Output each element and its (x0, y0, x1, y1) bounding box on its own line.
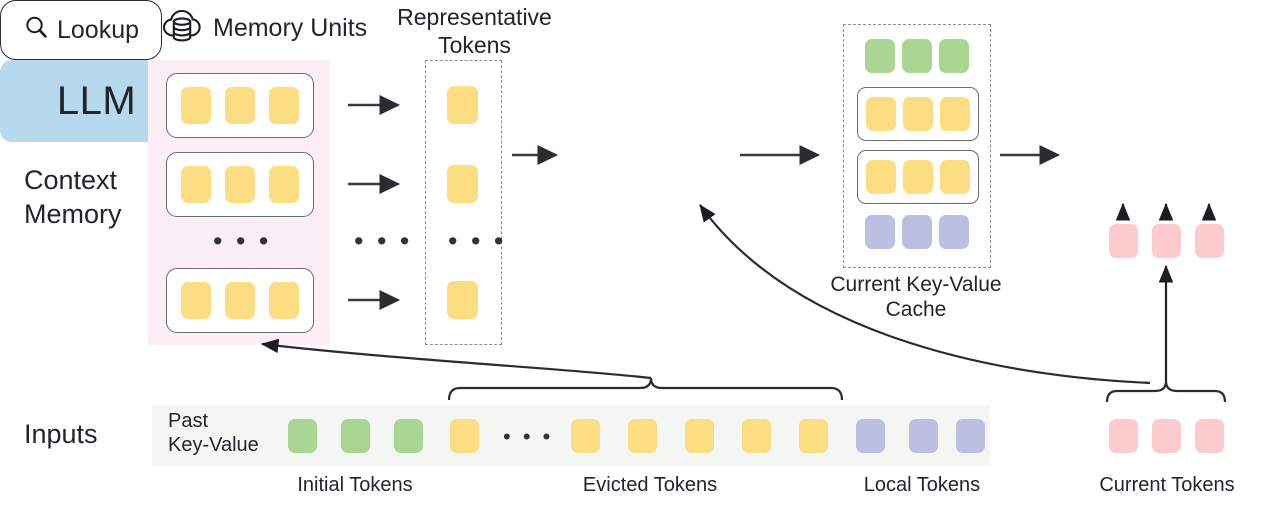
past-key-value-label: Past Key-Value (168, 410, 259, 456)
input-token-current (1195, 419, 1224, 453)
inputs-label: Inputs (24, 419, 98, 449)
input-token-evicted (450, 419, 479, 453)
initial-tokens-caption: Initial Tokens (297, 474, 413, 496)
representative-tokens-title: Representative Tokens (397, 4, 552, 58)
llm-input-token-3 (1195, 224, 1224, 258)
memory-token (181, 87, 211, 124)
representative-tokens-ellipsis: • • • (448, 226, 507, 256)
memory-token (225, 166, 255, 203)
memory-unit-1[interactable] (166, 73, 314, 138)
input-token-current (1152, 419, 1181, 453)
kv-token (903, 97, 933, 131)
input-token-initial (288, 419, 317, 453)
lookup-button[interactable]: Lookup (0, 0, 162, 60)
kv-row-memory-unit-1[interactable] (857, 87, 979, 141)
context-memory-label: Context Memory (24, 165, 122, 229)
kv-token (865, 39, 895, 73)
evicted-tokens-caption: Evicted Tokens (582, 474, 718, 496)
cloud-database-icon (160, 4, 204, 53)
memory-units-header: Memory Units (160, 4, 367, 53)
input-token-local (956, 419, 985, 453)
kv-token (865, 215, 895, 249)
representative-token-2 (447, 165, 478, 203)
memory-unit-2[interactable] (166, 152, 314, 217)
llm-input-token-2 (1152, 224, 1181, 258)
local-tokens-caption: Local Tokens (863, 474, 981, 496)
llm-input-token-1 (1109, 224, 1138, 258)
representative-token-1 (447, 86, 478, 124)
current-kv-cache-caption: Current Key-Value Cache (830, 273, 1002, 322)
input-token-evicted (685, 419, 714, 453)
current-tokens-caption: Current Tokens (1099, 474, 1235, 496)
kv-row-memory-unit-2[interactable] (857, 150, 979, 204)
input-token-evicted (571, 419, 600, 453)
kv-token (902, 39, 932, 73)
lookup-label: Lookup (56, 15, 140, 44)
input-token-initial (341, 419, 370, 453)
arrow-evicted-to-context (260, 338, 652, 380)
memory-to-representative-ellipsis: • • • (354, 226, 413, 256)
memory-token (181, 166, 211, 203)
arrow-token-to-llm (1115, 202, 1217, 221)
input-token-evicted (799, 419, 828, 453)
memory-token (269, 87, 299, 124)
memory-unit-3[interactable] (166, 268, 314, 333)
memory-token (225, 87, 255, 124)
input-token-local (909, 419, 938, 453)
memory-token (269, 166, 299, 203)
memory-token (225, 282, 255, 319)
kv-token (939, 39, 969, 73)
memory-token (181, 282, 211, 319)
input-token-evicted (628, 419, 657, 453)
kv-token (866, 160, 896, 194)
input-token-local (856, 419, 885, 453)
kv-token (902, 215, 932, 249)
input-token-current (1109, 419, 1138, 453)
memory-token (269, 282, 299, 319)
memory-units-ellipsis: • • • (213, 226, 272, 256)
kv-row-purple (865, 215, 969, 249)
kv-token (940, 97, 970, 131)
representative-token-3 (447, 281, 478, 319)
llm-label: LLM (56, 78, 137, 123)
kv-token (940, 160, 970, 194)
kv-token (866, 97, 896, 131)
memory-units-label: Memory Units (213, 14, 368, 42)
magnifier-icon (23, 14, 50, 46)
kv-token (939, 215, 969, 249)
kv-row-green (865, 39, 969, 73)
current-tokens-brace (1105, 380, 1227, 403)
input-token-initial (394, 419, 423, 453)
input-token-evicted (742, 419, 771, 453)
kv-token (903, 160, 933, 194)
evicted-tokens-ellipsis: • • • (503, 424, 554, 449)
evicted-tokens-brace (447, 377, 844, 401)
arrow-unit-to-rep (348, 94, 401, 311)
